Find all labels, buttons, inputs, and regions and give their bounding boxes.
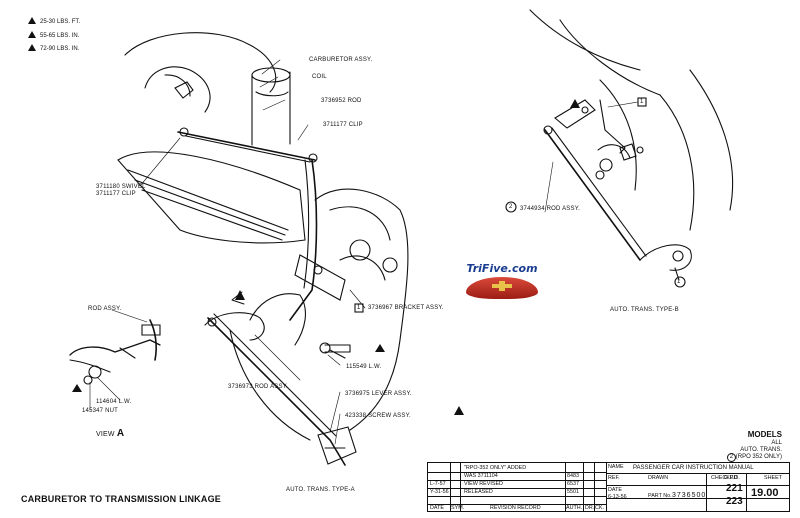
view-rod-assy-label: ROD ASSY. [88,306,122,312]
triangle-icon [28,31,36,38]
partno-label: PART No. [648,493,672,499]
auth-1: 8483 [567,473,579,479]
sheet-label: SHEET [764,475,782,481]
models-callout: 2 [727,453,736,462]
type-a-caption: AUTO. TRANS. TYPE-A [286,487,355,493]
ref-label: REF. [608,475,620,481]
callout-1-box: 1 [357,305,361,311]
triangle-icon [28,17,36,24]
bowtie-icon [492,281,512,291]
models-line1: ALL [771,440,782,446]
callout-1-box-b: 1 [640,99,644,105]
title-block: "RPO-352 ONLY" ADDED WAS 3711104 VIEW RE… [427,462,790,512]
drawn-label: DRAWN [648,475,669,481]
revision-date-1: L-7-57 [430,481,446,487]
revision-date-2: Y-31-56 [430,489,449,495]
swivel-clip-label: 3711177 CLIP [96,191,136,197]
col-ck: CK. [595,505,604,511]
view-lock-washer-label: 114604 L.W. [96,399,132,405]
triangle-icon [28,44,36,51]
swivel-label: 3711180 SWIVEL [96,184,146,190]
checked-label: CHECKED [711,475,738,481]
carburetor-label: CARBURETOR ASSY. [309,57,373,63]
view-text: VIEW [96,431,115,438]
date-value: 6-13-56 [608,494,627,500]
torque-legend-item: 72-90 LBS. IN. [28,44,79,52]
revision-3: VIEW REVISED [464,481,503,487]
type-b-caption: AUTO. TRANS. TYPE-B [610,307,679,313]
bracket-label: 3736967 BRACKET ASSY. [368,305,444,311]
rod-assy-label: 3736973 ROD ASSY. [228,384,288,390]
logo-text: TriFive.com [466,262,538,275]
gpo-number-1: 221 [726,483,743,494]
rod-3736952-label: 3736952 ROD [321,98,362,104]
view-label: VIEW A [96,428,124,439]
col-dr: DR. [585,505,595,511]
drawing-title: CARBURETOR TO TRANSMISSION LINKAGE [21,494,221,504]
callout-1: 1 [677,279,681,285]
models-line3: (RPO 352 ONLY) [735,454,782,460]
auth-2: 6537 [567,481,579,487]
partno-value: 3736500 [672,492,707,499]
col-auth: AUTH. [566,505,583,511]
torque-legend-item: 55-65 LBS. IN. [28,31,79,39]
callout-2: 2 [509,204,513,210]
models-heading: MODELS [747,430,782,439]
view-nut-label: 145347 NUT [82,408,119,414]
gpo-number-2: 223 [726,496,743,507]
revision-4: RELEASED [464,489,493,495]
gpo-label: G.P.O. [724,475,740,481]
col-sym: SYM. [451,505,465,511]
name-label: NAME [608,464,624,470]
view-letter: A [116,428,125,439]
trifive-logo: TriFive.com [462,262,542,302]
name-value: PASSENGER CAR INSTRUCTION MANUAL [633,465,754,471]
torque-value: 55-65 LBS. IN. [40,33,80,39]
date-label: DATE [608,487,622,493]
screw-label: 423338 SCREW ASSY. [345,413,411,419]
models-line2: AUTO. TRANS. [740,447,782,453]
torque-legend-item: 25-30 LBS. FT. [28,17,80,25]
lever-label: 3736975 LEVER ASSY. [345,391,412,397]
torque-value: 72-90 LBS. IN. [40,46,80,52]
coil-label: COIL [312,74,327,80]
revision-2: WAS 3711104 [464,473,498,479]
lock-washer-label: 115549 L.W. [346,364,382,370]
sheet-value: 19.00 [751,487,779,499]
rod-3744934-label: 3744934 ROD ASSY. [520,206,580,212]
auth-3: 5501 [567,489,579,495]
col-revision: REVISION RECORD [490,505,541,511]
revision-1: "RPO-352 ONLY" ADDED [464,465,527,471]
clip-3711177-label: 3711177 CLIP [323,122,363,128]
col-date: DATE [430,505,444,511]
torque-value: 25-30 LBS. FT. [40,19,81,25]
